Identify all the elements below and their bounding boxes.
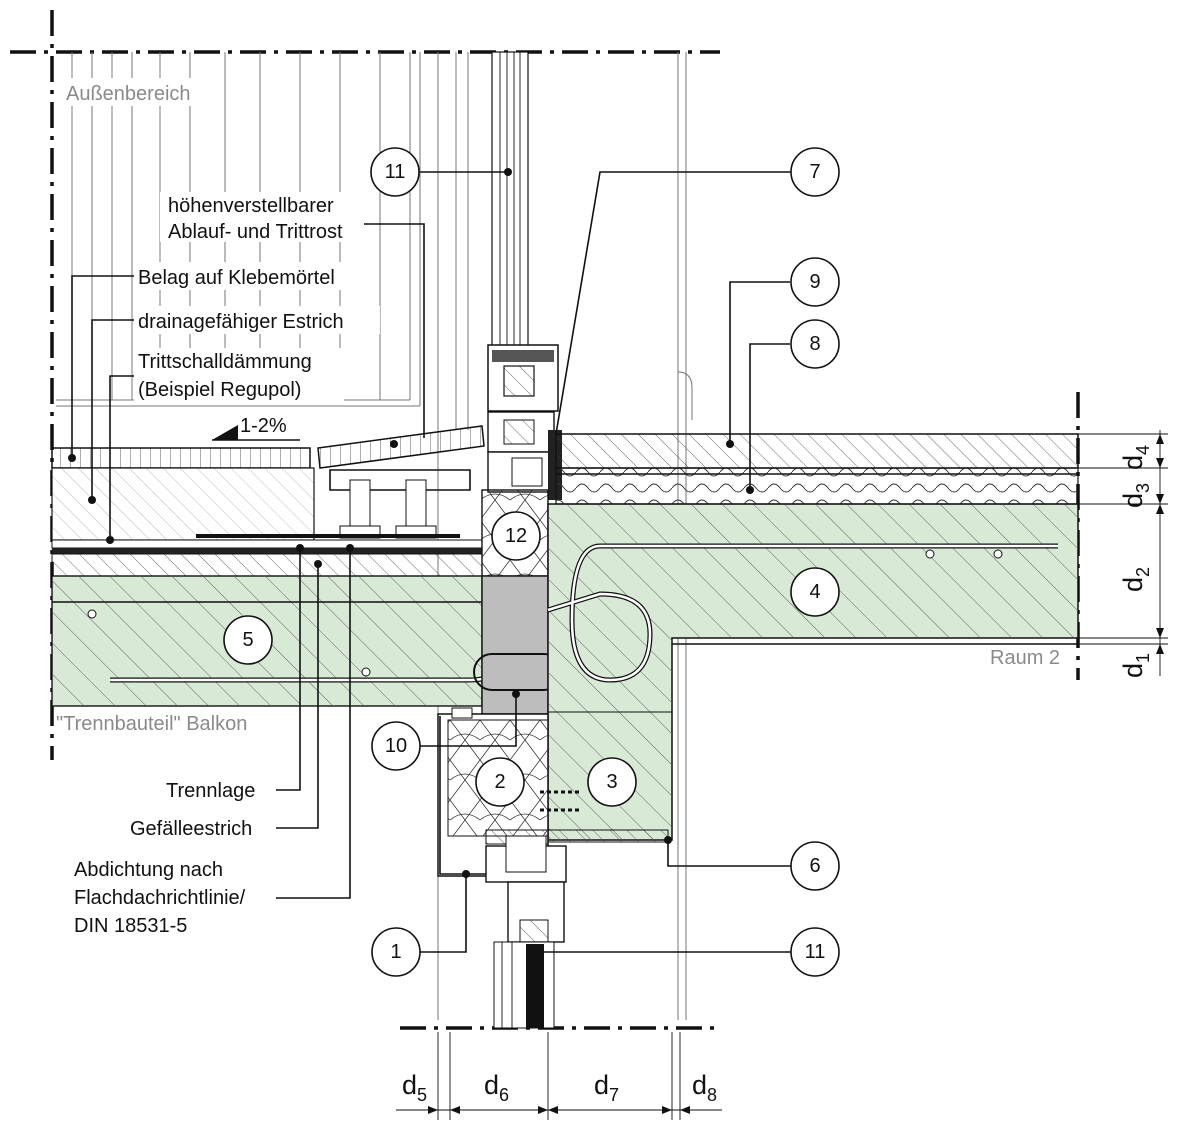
marker-2: 2 [475,757,525,807]
marker-11-bottom: 11 [790,927,840,977]
grate-label-line2: Ablauf- und Trittrost [168,221,343,243]
slope-screed-label: Gefälleestrich [130,818,252,840]
separation-layer-label: Trennlage [166,780,255,802]
slope-indicator: 1-2% [212,415,300,441]
number-markers: 11 7 9 8 12 4 5 10 2 3 6 1 11 [223,147,840,977]
grate-label-line1: höhenverstellbarer [168,195,334,217]
sealing-label-line3: DIN 18531-5 [74,915,187,937]
impact-insulation-label-line2: (Beispiel Regupol) [138,379,301,401]
marker-10: 10 [371,721,421,771]
dim-d3: d3 [1118,483,1153,508]
interior-floor [555,433,1079,505]
horizontal-dimensions: d5 d6 d7 d8 [396,1032,722,1120]
lower-window-frame [485,835,567,1029]
dim-d1: d1 [1118,653,1153,678]
svg-text:4: 4 [809,581,820,603]
marker-3: 3 [587,757,637,807]
marker-7: 7 [790,147,840,197]
dim-d2: d2 [1118,567,1153,592]
svg-text:11: 11 [385,161,406,183]
marker-11-top: 11 [370,147,420,197]
impact-insulation-label-line1: Trittschalldämmung [138,351,312,373]
svg-text:11: 11 [805,941,826,963]
marker-9: 9 [790,257,840,307]
svg-text:8: 8 [809,333,820,355]
vertical-dimensions: d4 d3 d2 d1 [1078,430,1168,678]
svg-text:6: 6 [809,855,820,877]
dim-d8: d8 [692,1070,717,1105]
tile-label: Belag auf Klebemörtel [138,267,335,289]
sealing-label-line2: Flachdachrichtlinie/ [74,887,246,909]
dim-d4: d4 [1118,445,1153,470]
upper-window-frame [487,51,562,500]
marker-12: 12 [491,511,541,561]
dim-d7: d7 [594,1070,619,1105]
marker-6: 6 [790,841,840,891]
marker-1: 1 [371,927,421,977]
dim-d6: d6 [484,1070,509,1105]
svg-text:9: 9 [809,271,820,293]
svg-text:12: 12 [505,525,527,547]
svg-text:2: 2 [494,771,505,793]
dim-d5: d5 [402,1070,427,1105]
interior-slab [547,503,1079,841]
svg-text:7: 7 [809,161,820,183]
marker-4: 4 [790,567,840,617]
svg-text:3: 3 [606,771,617,793]
svg-text:1: 1 [390,941,401,963]
marker-5: 5 [223,615,273,665]
svg-text:5: 5 [242,629,253,651]
marker-8: 8 [790,319,840,369]
sealing-label-line1: Abdichtung nach [74,859,223,881]
room-2-label: Raum 2 [990,647,1060,669]
slope-label: 1-2% [240,415,287,437]
outdoor-label: Außenbereich [66,83,191,105]
balcony-label: "Trennbauteil" Balkon [56,713,247,735]
exterior-floor [51,425,485,577]
text-labels: Außenbereich höhenverstellbarer Ablauf- … [54,78,1060,937]
svg-text:10: 10 [385,735,407,757]
drainage-screed-label: drainagefähiger Estrich [138,311,344,333]
leader-lines [68,168,792,956]
